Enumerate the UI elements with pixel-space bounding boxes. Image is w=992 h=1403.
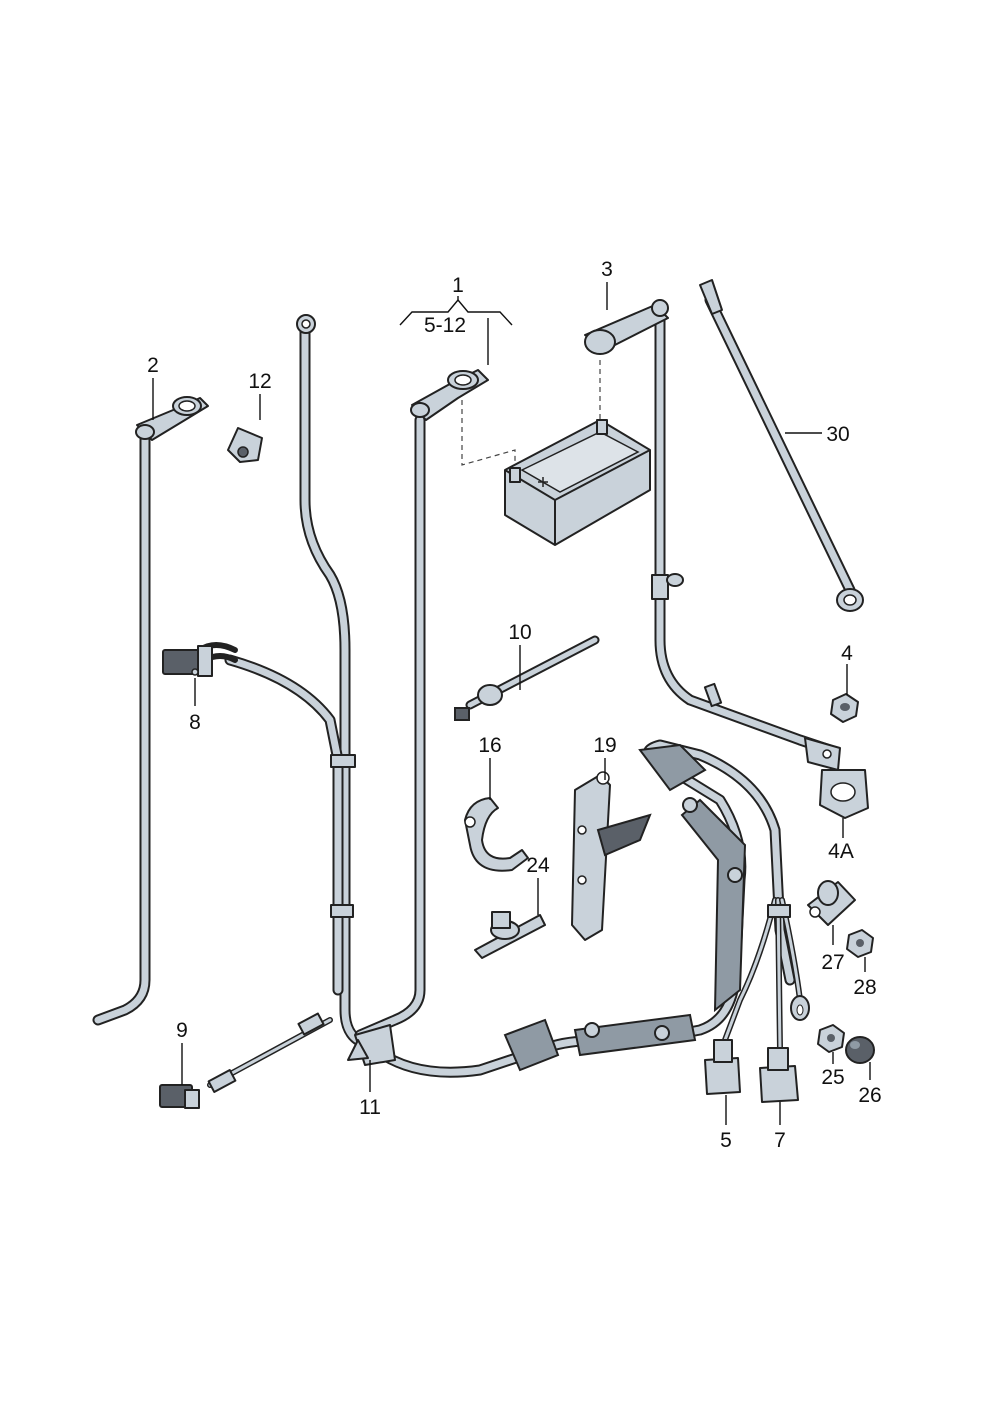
label-part-28: 28 [853,976,876,999]
label-part-11: 11 [359,1096,381,1119]
battery [461,400,651,546]
leader-lines [152,282,871,1125]
label-part-5: 5 [720,1129,732,1152]
part-16-clip [464,797,529,872]
part-25-nut [817,1024,845,1053]
label-part-26: 26 [858,1084,881,1107]
label-part-24: 24 [526,854,550,877]
part-28-nut [846,929,874,958]
label-parts-5-12: 5-12 [424,314,466,337]
label-part-3: 3 [601,258,613,281]
label-part-30: 30 [826,423,849,446]
label-part-12: 12 [248,370,271,393]
part-12-clip [227,427,263,463]
label-part-19: 19 [593,734,616,757]
part-24-retainer [474,911,546,959]
part-9-sensor-lead [159,1012,333,1109]
part-4a-bracket [819,769,869,819]
part-7-connector [759,1047,799,1103]
part-4-nut [830,693,859,723]
part-27-ground-point [807,880,856,926]
label-part-7: 7 [774,1129,786,1152]
label-part-27: 27 [821,951,844,974]
part-number-labels: 1 5-12 2 12 3 30 4 4A 8 10 16 19 24 9 11… [147,258,882,1152]
part-2-positive-terminal-cable [92,396,209,1026]
label-part-8: 8 [189,711,201,734]
label-part-16: 16 [478,734,501,757]
label-part-2: 2 [147,354,159,377]
part-11-grommet [347,1039,369,1061]
part-1-battery-cable [354,369,489,1041]
part-5-connector [704,1039,741,1095]
part-3-negative-cable [584,299,841,771]
part-30-ground-strap [699,279,864,612]
main-wiring-harness [224,314,376,1051]
part-10-cable-tie [454,635,600,721]
label-part-4a: 4A [828,840,854,863]
main-power-cable [354,739,796,1078]
branch-wires [722,897,810,1053]
part-26-cap-nut [845,1036,875,1064]
part-19-bracket [571,771,652,941]
label-part-1: 1 [452,274,464,297]
part-8-connector [162,642,238,677]
label-part-25: 25 [821,1066,844,1089]
label-part-4: 4 [841,642,853,665]
label-part-9: 9 [176,1019,188,1042]
label-part-10: 10 [508,621,531,644]
